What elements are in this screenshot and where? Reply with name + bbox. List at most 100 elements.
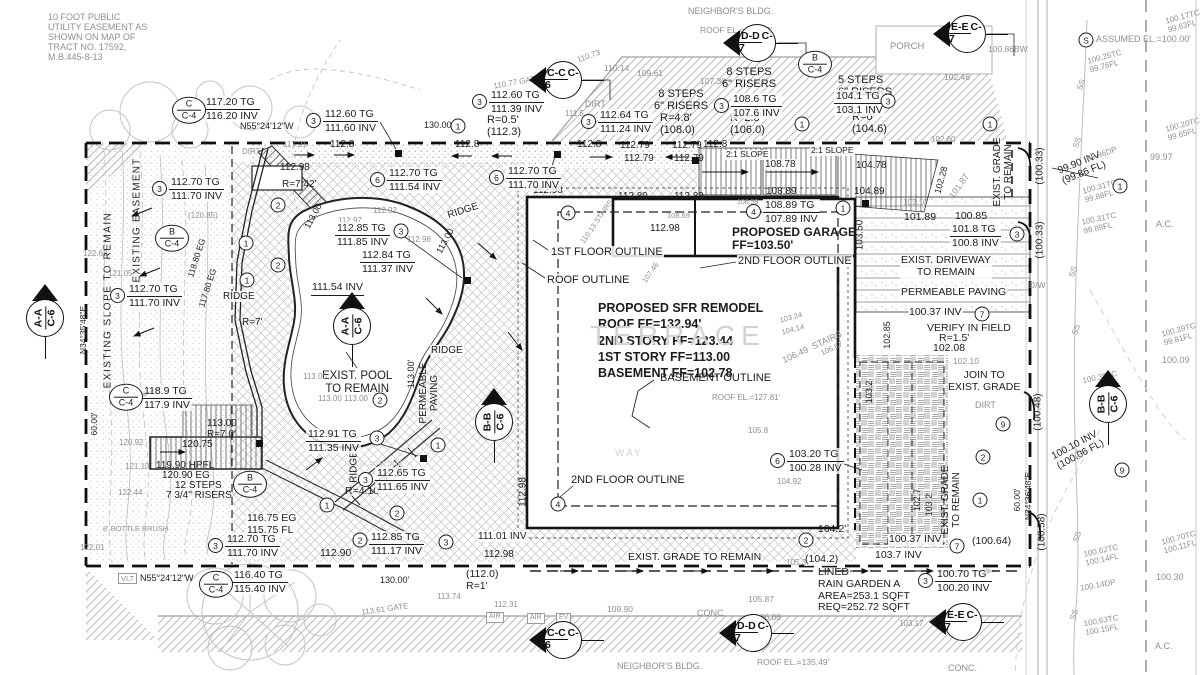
plan-text-label: 112.89 [674, 191, 704, 202]
circled-note-number: 3 [393, 223, 409, 239]
plan-text-label: RIDGE [445, 200, 481, 222]
plan-text-label: 112.98 [517, 477, 529, 507]
plan-text-label: N34°36'48"E [1023, 471, 1034, 521]
utility-easement-note: 10 FOOT PUBLIC UTILITY EASEMENT AS SHOWN… [48, 12, 148, 63]
plan-text-label: 112.79 [672, 140, 702, 151]
driveway-note: EXIST. DRIVEWAY TO REMAIN [900, 254, 992, 279]
circled-note-number: 3 [306, 113, 321, 129]
section-arrow-icon [529, 627, 546, 653]
section-arrow-icon [529, 67, 546, 93]
plan-text-label: 130.00' [424, 120, 454, 130]
plan-text-label: 106.59 [737, 199, 759, 206]
plan-text-label: A.C. [1155, 641, 1173, 651]
plan-text-label: 121.10 [125, 462, 150, 471]
circled-note-number: 6 [489, 170, 504, 186]
proposed-garage-note: PROPOSED GARAGE FF=103.50' [732, 225, 857, 253]
circled-note-number: 4 [550, 496, 566, 512]
plan-text-label: N34°35'48"E [78, 305, 89, 355]
plan-text-label: EXIST. GRADE TO REMAIN [939, 465, 962, 535]
plan-text-label: 100.20TC 99.65FL [1164, 115, 1200, 143]
plan-text-label: PERMEABLE PAVING [417, 362, 440, 424]
plan-text-label: 107.46 [640, 260, 661, 285]
plan-text-label: 100.30 [1156, 572, 1184, 582]
plan-text-label: 103.50 [854, 219, 866, 251]
plan-text-label: 110.13 STAIRS [578, 198, 615, 246]
plan-text-label: 100.17TC 99.63FL [1164, 7, 1200, 35]
plan-text-label: 100.37 INV [908, 306, 963, 319]
plan-text-label: 105.87 [748, 594, 774, 604]
plan-text-label: 119.90 HPFL [156, 460, 215, 471]
plan-text-label: (100.64) [972, 535, 1012, 547]
plan-text-label: RIDGE [430, 345, 464, 357]
plan-text-label: 100.14DP [1079, 577, 1117, 593]
plan-text-label: 106.06 [755, 612, 781, 622]
plan-text-label: (100.33) [1034, 147, 1046, 185]
circled-note-number: 7 [949, 538, 965, 554]
circled-note-number: 2 [270, 257, 286, 273]
plan-text-label: 104.78 [856, 160, 887, 171]
plan-text-label: 112.79 [674, 153, 704, 164]
plan-text-label: WAY [615, 448, 643, 459]
circled-note-number: 3 [1009, 226, 1025, 242]
plan-text-label: 112.31 [494, 600, 518, 609]
plan-text-label: 103.10 [903, 198, 928, 207]
plan-text-label: EXIST. GRADE TO REMAIN [991, 137, 1014, 207]
plan-text-label: 112.8 [577, 139, 602, 150]
bearing-north: N55°24'12"W [240, 121, 294, 131]
circled-note-number: 2 [798, 532, 814, 548]
plan-text-label: 117.80 EG [196, 267, 219, 309]
circled-note-number: 6 [770, 453, 785, 469]
plan-text-label: 113.74 [437, 592, 461, 601]
plan-text-label: AIR [486, 612, 504, 623]
plan-text-label: DIRT [975, 400, 996, 410]
plan-text-label: SS [1071, 136, 1083, 150]
plan-text-label: D/W [1029, 280, 1046, 290]
plan-text-label: (104.2) [804, 553, 840, 566]
plan-text-label: 120.75 [182, 439, 213, 450]
section-arrow-icon [339, 292, 365, 309]
plan-text-label: PORCH [890, 41, 925, 52]
plan-text-label: 113.00 [303, 372, 327, 381]
circled-note-number: 3 [369, 430, 385, 446]
plan-text-label: 60.00' [89, 412, 100, 436]
circled-note-number: 3 [152, 181, 167, 197]
plan-text-label: CONC. [697, 608, 726, 618]
plan-text-label: (100.58) [1036, 513, 1048, 551]
plan-text-label: SS [1075, 78, 1087, 92]
plan-text-label: ROOF EL.=127.81' [712, 393, 781, 402]
plan-text-label: 12 STEPS [175, 480, 222, 491]
plan-text-label: SS [1068, 608, 1080, 622]
plan-text-label: 112.89 [618, 191, 648, 202]
plan-text-label: 100.37 INV [888, 533, 943, 546]
plan-text-label: 100.31TC 99.89FL [1080, 210, 1117, 236]
plan-text-label: (120.85) [188, 211, 218, 220]
plan-text-label: 112.79 [624, 153, 654, 164]
section-arrow-icon [933, 21, 950, 47]
circled-note-number: 1 [982, 116, 998, 132]
circled-note-number: 2 [372, 392, 388, 408]
plan-text-label: 108.69 [667, 211, 690, 220]
plan-text-label: 100.62TC 100.14FL [1082, 542, 1120, 568]
plan-text-label: 130.00' [380, 575, 410, 585]
plan-text-label: 100.25TC 99.76FL [1086, 47, 1123, 75]
plan-text-label: 120.90 EG [162, 470, 210, 481]
circled-note-number: S [1078, 32, 1094, 48]
